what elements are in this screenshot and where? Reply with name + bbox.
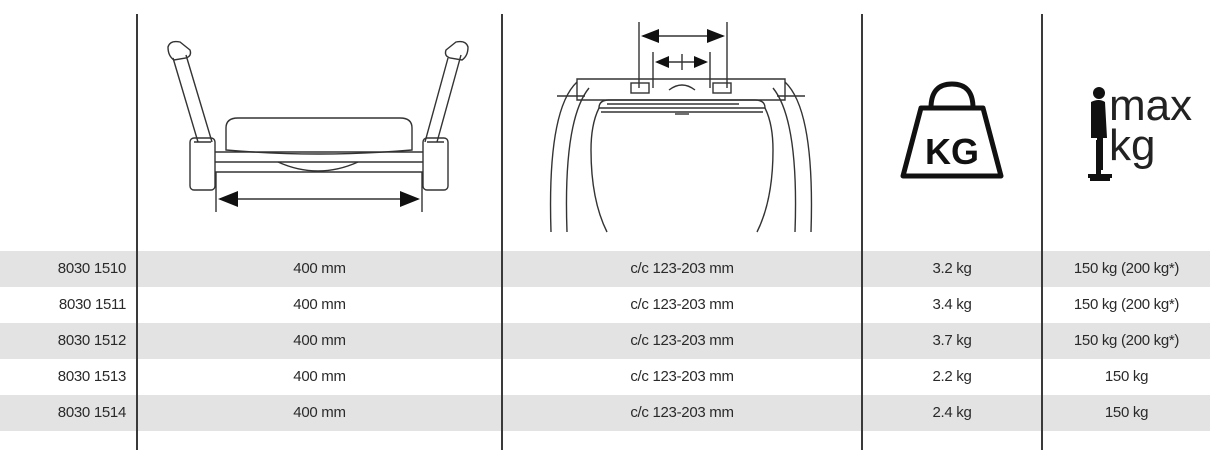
column-divider bbox=[501, 14, 503, 450]
seat-width: 400 mm bbox=[293, 332, 346, 349]
person-max-kg-icon bbox=[1088, 87, 1112, 181]
header-max-cell: max kg bbox=[1043, 0, 1210, 248]
article-number: 8030 1512 bbox=[57, 332, 127, 349]
seat-width: 400 mm bbox=[293, 296, 346, 313]
max-label-line2: kg bbox=[1109, 121, 1156, 170]
max-label: max kg bbox=[1109, 81, 1193, 170]
seat-width-diagram-icon bbox=[167, 40, 469, 212]
product-weight: 3.7 kg bbox=[932, 332, 972, 349]
max-user-weight: 150 kg (200 kg*) bbox=[1073, 332, 1180, 349]
seat-width: 400 mm bbox=[293, 260, 346, 277]
header-weight-cell: KG bbox=[863, 0, 1041, 248]
table-row: 8030 1513 400 mm c/c 123-203 mm 2.2 kg 1… bbox=[0, 359, 1210, 395]
max-label-line1: max bbox=[1109, 81, 1193, 130]
table-row: 8030 1512 400 mm c/c 123-203 mm 3.7 kg 1… bbox=[0, 323, 1210, 359]
article-number: 8030 1510 bbox=[57, 260, 127, 277]
article-number: 8030 1513 bbox=[57, 368, 127, 385]
max-user-weight: 150 kg (200 kg*) bbox=[1073, 260, 1180, 277]
kg-weight-icon: KG bbox=[900, 81, 1004, 179]
max-user-weight: 150 kg (200 kg*) bbox=[1073, 296, 1180, 313]
centre-distance: c/c 123-203 mm bbox=[630, 260, 734, 277]
article-number: 8030 1514 bbox=[57, 404, 127, 421]
product-weight: 2.4 kg bbox=[932, 404, 972, 421]
max-user-weight: 150 kg bbox=[1104, 404, 1149, 421]
product-weight: 3.4 kg bbox=[932, 296, 972, 313]
product-weight: 2.2 kg bbox=[932, 368, 972, 385]
column-divider bbox=[1041, 14, 1043, 450]
header-cc-cell bbox=[503, 0, 861, 248]
seat-width: 400 mm bbox=[293, 404, 346, 421]
centre-distance: c/c 123-203 mm bbox=[630, 296, 734, 313]
kg-icon-label: KG bbox=[925, 131, 979, 172]
centre-distance: c/c 123-203 mm bbox=[630, 332, 734, 349]
centre-distance: c/c 123-203 mm bbox=[630, 404, 734, 421]
seat-centre-distance-diagram-icon bbox=[549, 22, 813, 233]
table-row: 8030 1510 400 mm c/c 123-203 mm 3.2 kg 1… bbox=[0, 251, 1210, 287]
product-weight: 3.2 kg bbox=[932, 260, 972, 277]
table-row: 8030 1511 400 mm c/c 123-203 mm 3.4 kg 1… bbox=[0, 287, 1210, 323]
seat-width: 400 mm bbox=[293, 368, 346, 385]
centre-distance: c/c 123-203 mm bbox=[630, 368, 734, 385]
header-width-cell bbox=[138, 0, 501, 248]
table-row: 8030 1514 400 mm c/c 123-203 mm 2.4 kg 1… bbox=[0, 395, 1210, 431]
max-user-weight: 150 kg bbox=[1104, 368, 1149, 385]
article-number: 8030 1511 bbox=[58, 296, 126, 313]
column-divider bbox=[136, 14, 138, 450]
column-divider bbox=[861, 14, 863, 450]
